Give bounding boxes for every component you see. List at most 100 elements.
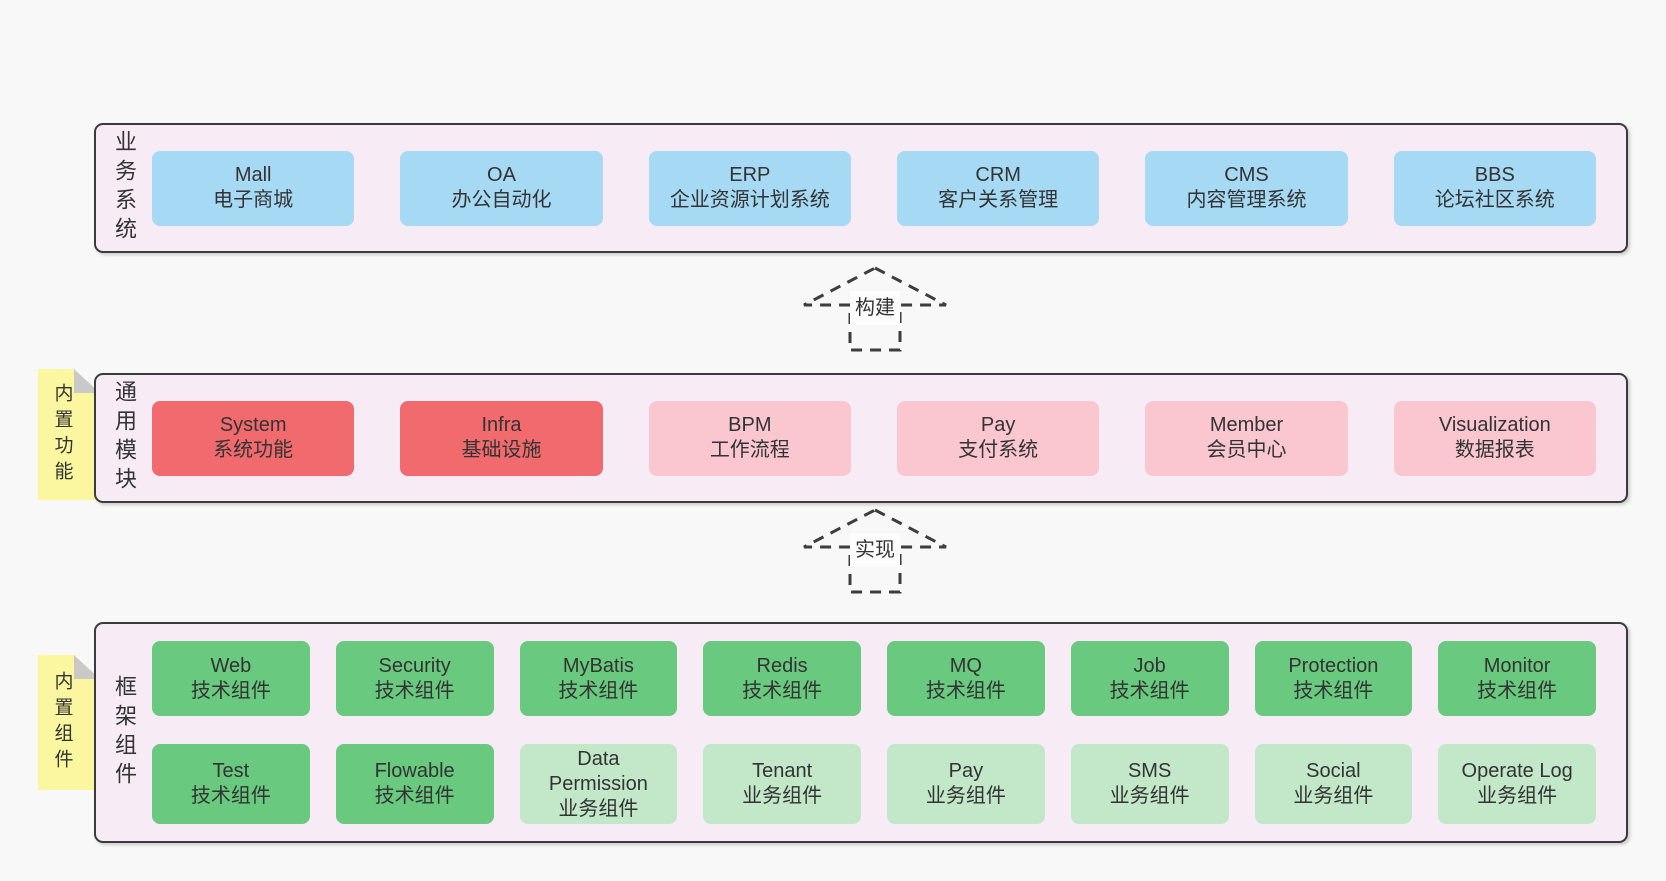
box-subtitle: 支付系统 <box>958 439 1039 461</box>
panel-title: 业务系统 <box>112 130 137 246</box>
box-crm: CRM 客户关系管理 <box>896 150 1100 226</box>
box-pay: Pay 支付系统 <box>896 400 1100 476</box>
box-title: SMS <box>1127 760 1172 782</box>
box-flowable: Flowable 技术组件 <box>335 744 494 824</box>
box-oa: OA 办公自动化 <box>400 150 603 226</box>
box-bpm: BPM 工作流程 <box>648 400 851 476</box>
box-operate-log: Operate Log 业务组件 <box>1438 744 1596 824</box>
box-title: BBS <box>1474 164 1515 186</box>
box-title: Tenant <box>752 760 813 782</box>
box-subtitle: 内容管理系统 <box>1186 189 1307 211</box>
box-test: Test 技术组件 <box>152 744 310 824</box>
box-subtitle: 系统功能 <box>213 439 294 461</box>
box-subtitle: 业务组件 <box>742 785 823 807</box>
modules-boxes-row: System 系统功能 Infra 基础设施 BPM 工作流程 Pay 支付系统… <box>152 375 1626 501</box>
box-subtitle: 数据报表 <box>1454 439 1535 461</box>
box-title: OA <box>487 164 516 186</box>
box-visualization: Visualization 数据报表 <box>1393 400 1596 476</box>
panel-title: 框架组件 <box>112 674 137 791</box>
box-title: Pay <box>948 760 984 782</box>
box-subtitle: 技术组件 <box>190 679 271 702</box>
box-subtitle: 技术组件 <box>1293 679 1374 702</box>
box-title: MQ <box>949 654 982 677</box>
box-title: CMS <box>1224 164 1269 186</box>
box-member: Member 会员中心 <box>1145 400 1348 476</box>
box-title: CRM <box>975 164 1021 186</box>
box-subtitle: 业务组件 <box>1293 785 1374 807</box>
box-subtitle: 技术组件 <box>374 679 455 702</box>
box-title: Security <box>378 654 451 677</box>
box-title: Infra <box>481 414 522 436</box>
box-pay-component: Pay 业务组件 <box>887 744 1045 824</box>
sticky-note-label: 内置组件 <box>51 670 73 775</box>
box-data-permission: Data Permission 业务组件 <box>519 744 678 824</box>
box-title: MyBatis <box>562 654 634 677</box>
box-sms: SMS 业务组件 <box>1070 744 1229 824</box>
up-arrow-outline-icon <box>803 508 947 594</box>
box-subtitle: 技术组件 <box>190 785 271 807</box>
box-subtitle: 技术组件 <box>374 785 455 807</box>
box-subtitle: 业务组件 <box>1477 785 1558 807</box>
box-title: Data Permission <box>548 747 648 795</box>
up-arrow-outline-icon <box>803 266 947 352</box>
box-monitor: Monitor 技术组件 <box>1438 641 1596 716</box>
box-title: Member <box>1209 414 1284 436</box>
box-subtitle: 业务组件 <box>925 785 1006 807</box>
box-subtitle: 技术组件 <box>742 679 823 702</box>
box-protection: Protection 技术组件 <box>1254 641 1413 716</box>
box-mq: MQ 技术组件 <box>887 641 1045 716</box>
box-subtitle: 技术组件 <box>925 679 1006 702</box>
implement-arrow: 实现 <box>800 507 950 595</box>
box-security: Security 技术组件 <box>335 641 494 716</box>
panel-business-systems: 业务系统 Mall 电子商城 OA 办公自动化 ERP 企业资源计划系统 CRM… <box>94 123 1628 253</box>
box-title: ERP <box>729 164 771 186</box>
panel-title: 通用模块 <box>112 380 137 496</box>
box-title: Protection <box>1288 654 1379 677</box>
box-infra: Infra 基础设施 <box>400 400 603 476</box>
sticky-note-built-in-components: 内置组件 <box>38 655 100 790</box>
box-social: Social 业务组件 <box>1254 744 1413 824</box>
box-subtitle: 企业资源计划系统 <box>669 189 830 211</box>
box-title: Social <box>1306 760 1361 782</box>
box-subtitle: 技术组件 <box>558 679 639 702</box>
box-subtitle: 基础设施 <box>461 439 542 461</box>
box-title: Monitor <box>1483 654 1551 677</box>
box-subtitle: 工作流程 <box>709 439 790 461</box>
framework-boxes-grid: Web 技术组件 Security 技术组件 MyBatis 技术组件 Redi… <box>152 624 1626 841</box>
box-title: Test <box>212 760 250 782</box>
box-tenant: Tenant 业务组件 <box>703 744 861 824</box>
box-title: BPM <box>728 414 772 436</box>
box-subtitle: 业务组件 <box>1109 785 1190 807</box>
box-title: Redis <box>756 654 808 677</box>
box-title: Flowable <box>374 760 455 782</box>
sticky-note-label: 内置功能 <box>51 382 73 487</box>
box-title: Visualization <box>1438 414 1551 436</box>
box-redis: Redis 技术组件 <box>703 641 861 716</box>
box-title: Mall <box>234 164 272 186</box>
box-subtitle: 客户关系管理 <box>938 189 1059 211</box>
sticky-note-built-in-features: 内置功能 <box>38 369 100 500</box>
box-bbs: BBS 论坛社区系统 <box>1393 150 1596 226</box>
box-subtitle: 会员中心 <box>1206 439 1287 461</box>
box-title: Web <box>210 654 252 677</box>
implement-arrow-label: 实现 <box>850 533 900 567</box>
box-subtitle: 办公自动化 <box>451 189 552 211</box>
box-mall: Mall 电子商城 <box>152 150 355 226</box>
box-subtitle: 电子商城 <box>213 189 294 211</box>
box-subtitle: 论坛社区系统 <box>1434 189 1555 211</box>
panel-framework-components: 框架组件 Web 技术组件 Security 技术组件 MyBatis 技术组件… <box>94 622 1628 843</box>
box-job: Job 技术组件 <box>1070 641 1229 716</box>
box-erp: ERP 企业资源计划系统 <box>648 150 851 226</box>
box-mybatis: MyBatis 技术组件 <box>519 641 678 716</box>
build-arrow: 构建 <box>800 265 950 353</box>
box-title: Job <box>1133 654 1166 677</box>
box-title: Operate Log <box>1461 760 1573 782</box>
box-web: Web 技术组件 <box>152 641 310 716</box>
box-subtitle: 技术组件 <box>1109 679 1190 702</box>
build-arrow-label: 构建 <box>850 291 900 325</box>
box-cms: CMS 内容管理系统 <box>1145 150 1348 226</box>
box-title: Pay <box>980 414 1016 436</box>
box-subtitle: 业务组件 <box>558 797 639 820</box>
box-title: System <box>219 414 287 436</box>
